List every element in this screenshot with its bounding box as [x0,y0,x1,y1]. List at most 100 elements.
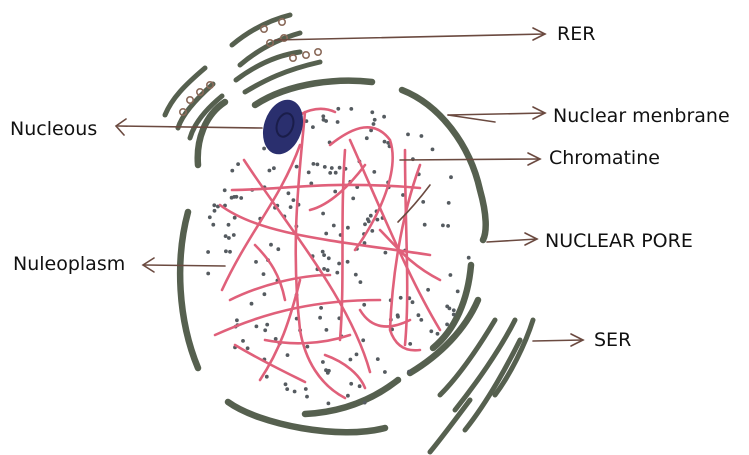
dot [307,171,311,175]
dot [227,223,231,227]
dot [354,273,358,277]
dot [211,223,215,227]
dot [206,272,210,276]
dot [293,390,297,394]
dot [420,134,424,138]
label-nucleous: Nucleous [10,120,97,139]
dot [306,345,310,349]
dot [335,271,339,275]
dot [269,243,273,247]
pointer-line [116,119,126,135]
label-chromatine: Chromatine [549,149,660,168]
dot [321,360,325,364]
dot [324,232,328,236]
dot [305,395,309,399]
dot [206,250,210,254]
dot [336,107,340,111]
dot [399,296,403,300]
dot [362,303,366,307]
dot [333,190,337,194]
dot [268,169,272,173]
dot [250,302,254,306]
chromatin-threads [215,109,440,398]
dot [284,382,288,386]
label-ser: SER [594,331,631,350]
dot [334,171,338,175]
dot [449,273,453,277]
er-cisterna [165,68,205,115]
membrane-segment [198,102,225,165]
chromatin-thread [360,310,410,327]
dot [363,401,367,405]
dot [227,236,231,240]
dot [406,133,410,137]
label-nucleoplasm: Nuleoplasm [13,255,125,274]
dot [383,140,387,144]
dot [436,332,440,336]
dot [445,323,449,327]
dot [419,318,423,322]
dot [372,170,376,174]
dot [338,166,342,170]
dot [236,162,240,166]
dot [456,290,460,294]
ribosome [290,55,296,61]
dot [213,209,217,213]
dot [355,353,359,357]
pointer-line [118,126,262,128]
pointer-line [400,159,540,160]
chromatin-thread [325,355,365,388]
dot [285,387,289,391]
dot [411,300,415,304]
ribosome [315,49,321,55]
dot [384,251,388,255]
dot [396,313,400,317]
dot [295,165,299,169]
dot [262,147,266,151]
dot [230,196,234,200]
dot [322,253,326,257]
membrane-segment [255,81,372,105]
pointer-line [398,185,430,222]
nuclear-membrane [180,81,486,433]
dot [208,215,212,219]
dot [311,125,315,129]
dot [322,267,326,271]
dot [246,346,250,350]
dot [232,233,236,237]
dot [212,203,216,207]
dot [449,175,453,179]
dot [276,247,280,251]
dot [431,148,435,152]
dot [323,165,327,169]
dot [358,384,362,388]
chromatin-thread [296,112,345,398]
dot [346,226,350,230]
dot [349,382,353,386]
dot [383,370,387,374]
dot [359,280,363,284]
dot [312,162,316,166]
dot [224,249,228,253]
dot [316,163,320,167]
dot [372,122,376,126]
dot [446,224,450,228]
dot [319,306,323,310]
dot [230,169,234,173]
dot [265,323,269,327]
pointer-line [145,265,225,266]
dot [274,337,278,341]
dot [255,325,259,329]
dot [452,313,456,317]
dot [330,166,334,170]
label-pointers [116,28,583,346]
label-nuclear-membrane: Nuclear menbrane [553,107,730,126]
ribosome [187,97,193,103]
pointer-line [448,113,545,115]
dot [254,260,258,264]
dot [408,342,412,346]
label-rer: RER [557,25,595,44]
dot [447,201,451,205]
dot [235,318,239,322]
